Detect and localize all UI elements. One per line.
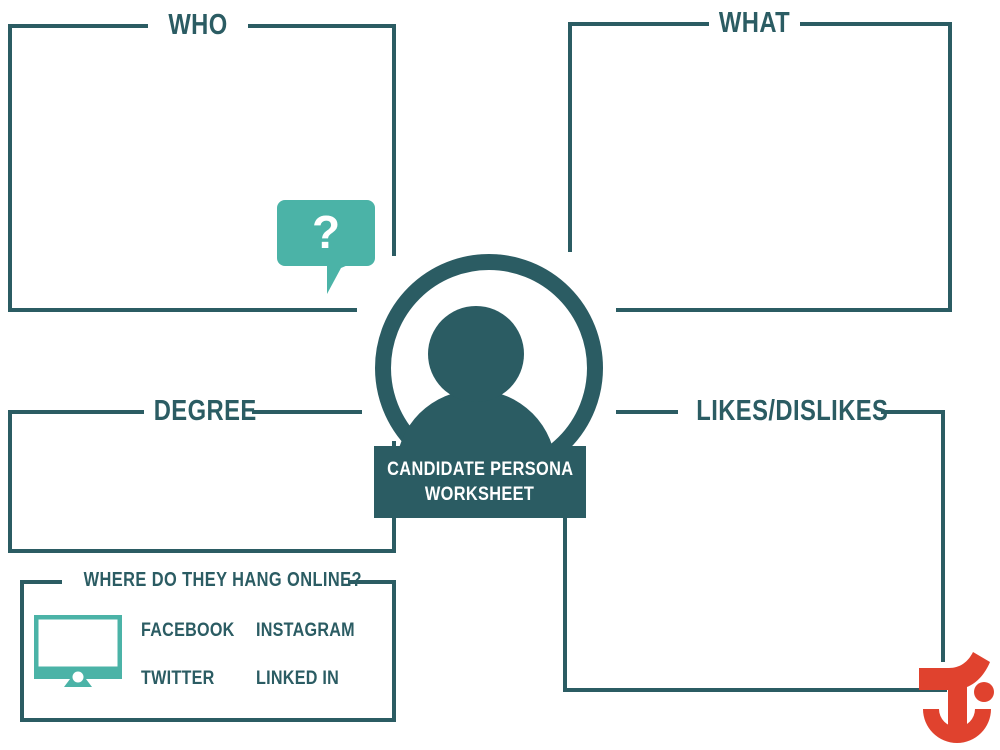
speech-bubble-tail (327, 262, 355, 294)
likes-border-top-left (616, 410, 678, 414)
question-speech-bubble-icon: ? (277, 200, 375, 294)
desktop-monitor-icon (31, 612, 125, 687)
who-border-left (8, 24, 12, 312)
social-label-instagram[interactable]: INSTAGRAM (256, 620, 355, 641)
what-writing-area[interactable] (572, 26, 948, 308)
likes-writing-area[interactable] (567, 414, 941, 688)
who-border-top-left (8, 24, 148, 28)
degree-border-left (8, 410, 12, 553)
likes-border-bottom (563, 688, 947, 692)
worksheet-title-line-1: CANDIDATE PERSONA (386, 459, 574, 480)
degree-border-top-left (8, 410, 144, 414)
online-border-top-left (20, 580, 62, 584)
likes-dislikes-title: LIKES/DISLIKES (696, 395, 889, 427)
worksheet-title-plate: CANDIDATE PERSONA WORKSHEET (374, 446, 586, 518)
likes-border-left (563, 515, 567, 692)
likes-border-right (941, 410, 945, 662)
smiley-brand-logo (915, 646, 995, 744)
what-border-bottom (616, 308, 952, 312)
what-border-top-right (800, 22, 952, 26)
likes-border-top-right (881, 410, 945, 414)
who-border-right (392, 24, 396, 256)
social-label-facebook[interactable]: FACEBOOK (141, 620, 235, 641)
avatar-head (428, 306, 524, 402)
who-title: WHO (168, 9, 228, 41)
who-border-bottom (8, 308, 357, 312)
social-label-twitter[interactable]: TWITTER (141, 668, 215, 689)
online-border-left (20, 580, 24, 722)
what-border-right (948, 22, 952, 312)
online-title: WHERE DO THEY HANG ONLINE? (83, 569, 362, 591)
what-border-top-left (568, 22, 709, 26)
worksheet-title-line-2: WORKSHEET (425, 484, 535, 505)
online-border-bottom (20, 718, 396, 722)
online-border-top-right (348, 580, 396, 584)
degree-border-bottom (8, 549, 396, 553)
degree-writing-area[interactable] (12, 414, 392, 549)
what-border-left (568, 22, 572, 252)
degree-border-top-right (252, 410, 362, 414)
speech-bubble-body (277, 200, 375, 266)
social-label-linkedin[interactable]: LINKED IN (256, 668, 340, 689)
online-border-right (392, 580, 396, 722)
degree-title: DEGREE (153, 395, 257, 427)
candidate-persona-emblem: CANDIDATE PERSONA WORKSHEET (370, 250, 605, 525)
who-border-top-right (248, 24, 396, 28)
question-mark-glyph: ? (311, 205, 341, 258)
what-title: WHAT (718, 7, 791, 39)
